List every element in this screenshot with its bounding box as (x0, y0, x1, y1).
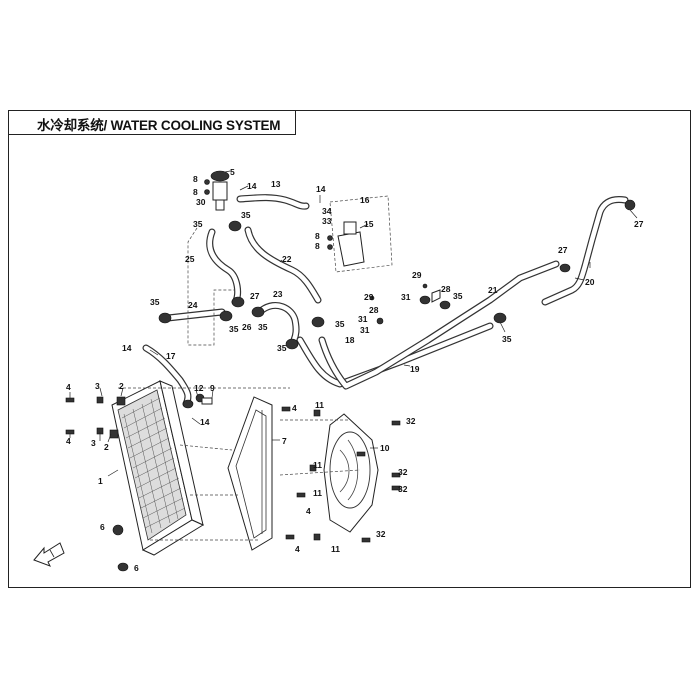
callout-2b: 2 (104, 442, 109, 452)
callout-31c: 31 (401, 292, 411, 302)
callout-32d: 32 (376, 529, 386, 539)
callout-16: 16 (360, 195, 370, 205)
fasteners (65, 179, 441, 543)
callout-8b: 8 (193, 187, 198, 197)
callout-14b: 14 (316, 184, 326, 194)
callout-1: 1 (98, 476, 103, 486)
callout-32c: 32 (398, 484, 408, 494)
callout-35b: 35 (241, 210, 251, 220)
callout-31b: 31 (358, 314, 368, 324)
fan-shroud (227, 396, 273, 551)
callout-8d: 8 (315, 241, 320, 251)
callout-14c: 14 (122, 343, 132, 353)
callout-34: 34 (322, 206, 332, 216)
callout-12: 12 (194, 383, 204, 393)
callout-25: 25 (185, 254, 195, 264)
callout-11: 11 (315, 400, 324, 410)
callout-11c: 11 (313, 488, 322, 498)
callout-20: 20 (585, 277, 595, 287)
page-title: 水冷却系统/ WATER COOLING SYSTEM (37, 118, 281, 133)
callout-35f: 35 (335, 319, 345, 329)
callout-11d: 11 (331, 544, 340, 554)
callout-35h: 35 (453, 291, 463, 301)
coolant-hoses (142, 194, 629, 408)
callout-18: 18 (345, 335, 355, 345)
callout-28: 28 (369, 305, 379, 315)
callout-15: 15 (364, 219, 374, 229)
callout-35d: 35 (229, 324, 239, 334)
callout-14: 14 (247, 181, 257, 191)
hose-clamps (112, 199, 636, 572)
callout-13: 13 (271, 179, 281, 189)
diagram-frame (8, 110, 691, 588)
callout-21: 21 (488, 285, 498, 295)
callout-35e: 35 (258, 322, 268, 332)
callout-35c: 35 (150, 297, 160, 307)
callout-27c: 27 (634, 219, 644, 229)
callout-26: 26 (242, 322, 252, 332)
leader-lines (69, 170, 638, 477)
front-arrow-icon (33, 542, 65, 567)
callout-6: 6 (100, 522, 105, 532)
callout-labels: 5 8 8 30 14 13 14 16 34 33 15 8 8 35 35 … (66, 167, 644, 573)
radiator (111, 380, 205, 556)
callout-14d: 14 (200, 417, 210, 427)
callout-7: 7 (282, 436, 287, 446)
callout-31: 31 (360, 325, 370, 335)
title-box (8, 110, 296, 135)
callout-9: 9 (210, 383, 215, 393)
callout-8c: 8 (315, 231, 320, 241)
callout-3b: 3 (91, 438, 96, 448)
callout-10: 10 (380, 443, 390, 453)
assembly-lines (118, 227, 361, 541)
callout-19: 19 (410, 364, 420, 374)
callout-28b: 28 (441, 284, 451, 294)
callout-3: 3 (95, 381, 100, 391)
callout-23: 23 (273, 289, 283, 299)
callout-4: 4 (66, 382, 71, 392)
expansion-tank (329, 195, 393, 273)
callout-17: 17 (166, 351, 176, 361)
callout-35i: 35 (502, 334, 512, 344)
callout-35: 35 (193, 219, 203, 229)
callout-2: 2 (119, 381, 124, 391)
callout-24: 24 (188, 300, 198, 310)
callout-4c: 4 (292, 403, 297, 413)
callout-32b: 32 (398, 467, 408, 477)
callout-11b: 11 (313, 460, 322, 470)
callout-6b: 6 (134, 563, 139, 573)
callout-27b: 27 (558, 245, 568, 255)
filler-cap (210, 170, 230, 211)
callout-35g: 35 (277, 343, 287, 353)
callout-27: 27 (250, 291, 260, 301)
callout-29b: 29 (412, 270, 422, 280)
callout-30: 30 (196, 197, 206, 207)
callout-22: 22 (282, 254, 292, 264)
callout-29: 29 (364, 292, 374, 302)
callout-4b: 4 (66, 436, 71, 446)
callout-32: 32 (406, 416, 416, 426)
callout-5: 5 (230, 167, 235, 177)
callout-4e: 4 (295, 544, 300, 554)
callout-8: 8 (193, 174, 198, 184)
callout-4d: 4 (306, 506, 311, 516)
cooling-fan (323, 413, 379, 533)
callout-33: 33 (322, 216, 332, 226)
